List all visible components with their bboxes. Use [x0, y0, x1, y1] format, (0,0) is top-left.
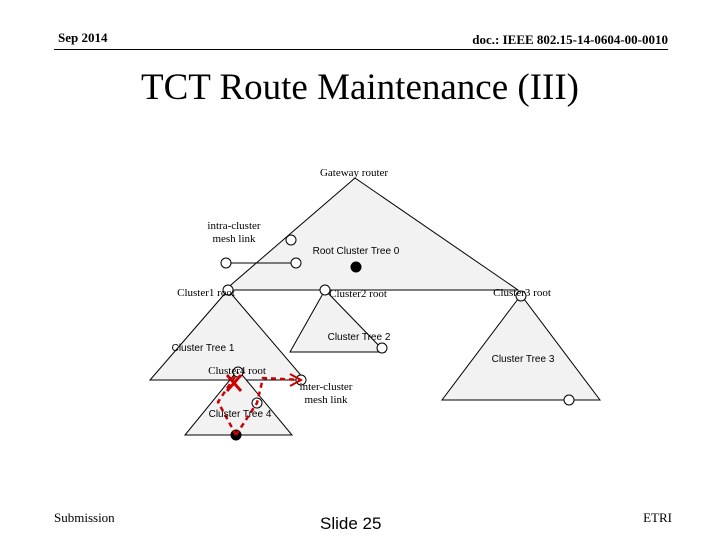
- cluster4-root-label: Cluster4 root: [208, 365, 266, 377]
- cluster1-root-node: [222, 284, 234, 296]
- cluster-tree-4-label: Cluster Tree 4: [209, 409, 272, 420]
- root-cluster-tree-triangle: [223, 177, 520, 291]
- intra-cluster-label: intra-cluster: [207, 220, 260, 232]
- cluster2-root-node: [319, 284, 331, 296]
- inter-cluster-label: inter-cluster: [300, 381, 353, 393]
- broken-link-x-icon: [225, 374, 243, 392]
- cluster2-root-label: Cluster2 root: [329, 288, 387, 300]
- cluster-tree-2-triangle: [289, 289, 387, 353]
- new-route-link: [234, 376, 302, 436]
- cluster-tree-1-triangle: [148, 289, 307, 381]
- cluster-tree-3-label: Cluster Tree 3: [492, 354, 555, 365]
- header-doc-id: doc.: IEEE 802.15-14-0604-00-0010: [472, 32, 668, 47]
- cluster1-root-label: Cluster1 root: [177, 287, 235, 299]
- gateway-node: [350, 261, 362, 273]
- footer-submission: Submission: [54, 510, 115, 525]
- slide-title: TCT Route Maintenance (III): [140, 67, 580, 108]
- mesh-node: [563, 394, 575, 406]
- header-divider: [54, 49, 668, 50]
- header-date: Sep 2014: [58, 30, 108, 45]
- cluster3-root-label: Cluster3 root: [493, 287, 551, 299]
- intra-cluster-label: mesh link: [212, 233, 256, 245]
- mesh-node: [290, 257, 302, 269]
- root-cluster-tree-label: Root Cluster Tree 0: [313, 246, 400, 257]
- footer-org: ETRI: [643, 510, 672, 525]
- mesh-node: [220, 257, 232, 269]
- cluster-tree-1-label: Cluster Tree 1: [172, 343, 235, 354]
- arrow-head-icon: [289, 373, 304, 387]
- cluster3-root-node: [515, 290, 527, 302]
- inter-cluster-label: mesh link: [304, 394, 348, 406]
- broken-route-link: [216, 371, 240, 436]
- mesh-node: [376, 342, 388, 354]
- cluster-tree-3-triangle: [440, 294, 602, 401]
- cluster-tree-2-label: Cluster Tree 2: [328, 332, 391, 343]
- gateway-router-label: Gateway router: [320, 167, 388, 179]
- slide-number: Slide 25: [320, 514, 382, 533]
- mesh-node: [285, 234, 297, 246]
